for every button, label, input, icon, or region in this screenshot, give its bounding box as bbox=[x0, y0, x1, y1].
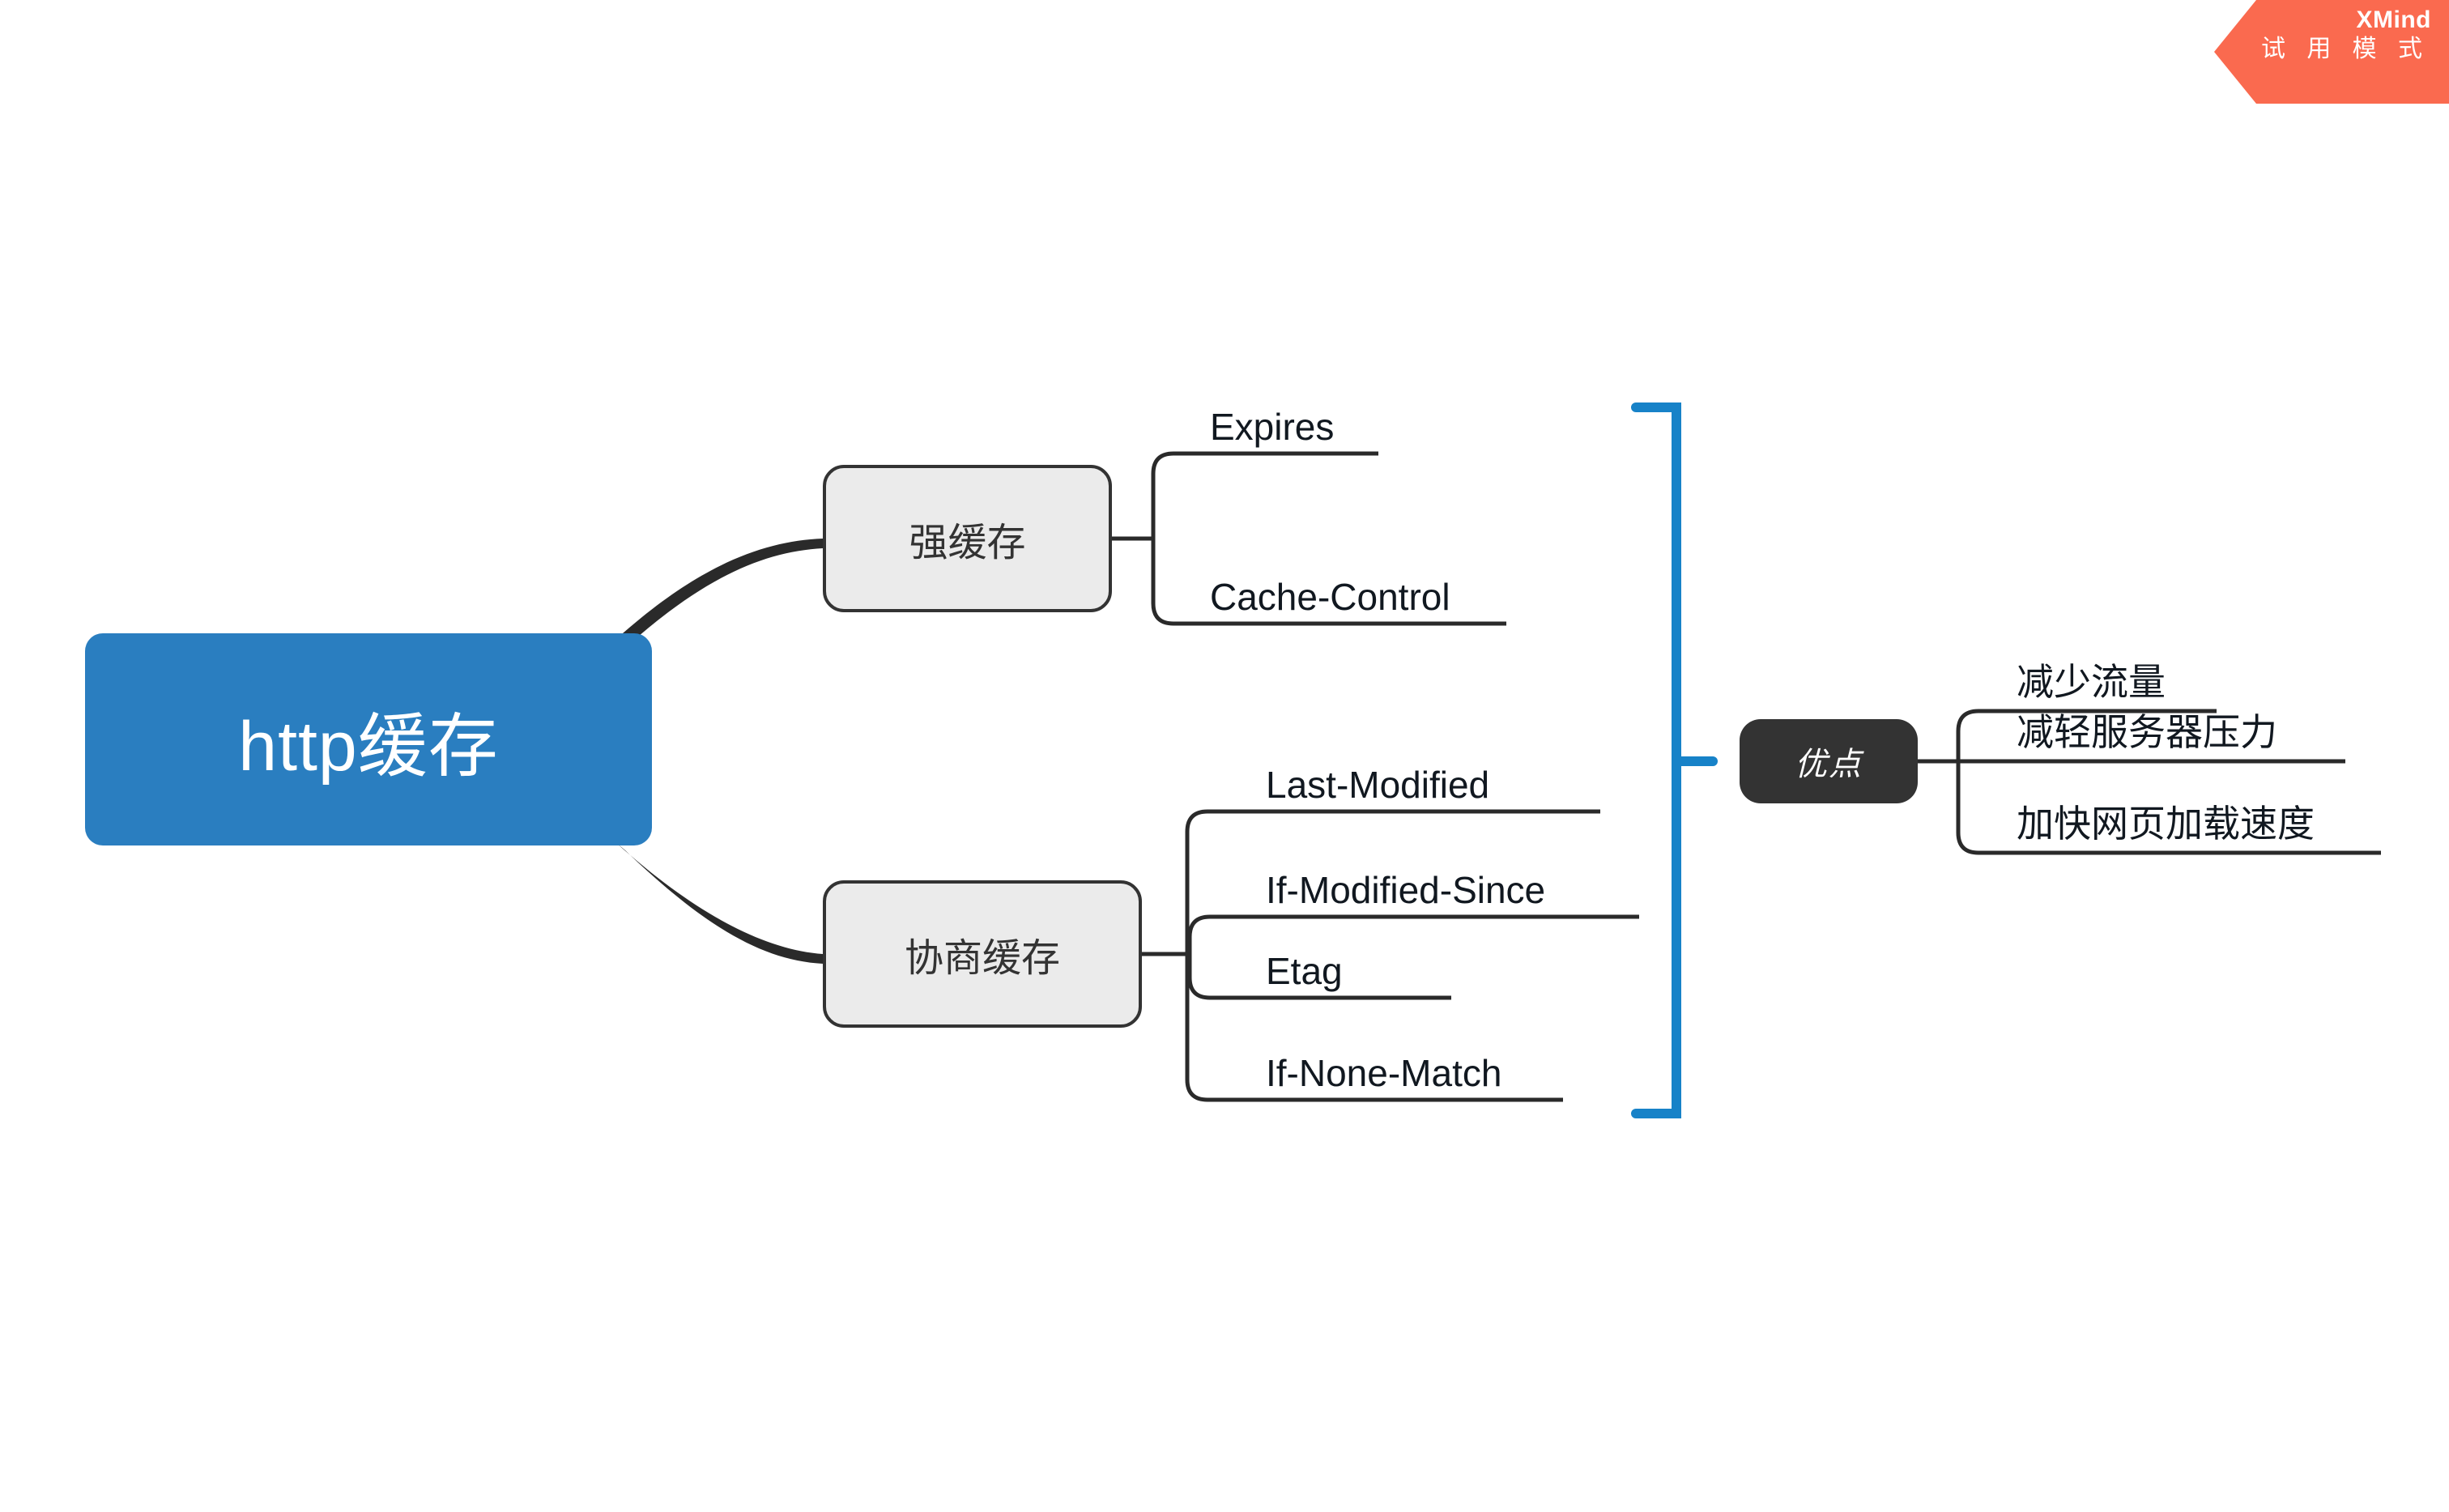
connector-root-to-negotiation-cache bbox=[615, 842, 823, 964]
leaf-reduce-server-load[interactable]: 减轻服务器压力 bbox=[2017, 705, 2421, 761]
connector-root-to-strong-cache bbox=[615, 539, 823, 648]
leaf-reduce-traffic-label: 减少流量 bbox=[2017, 661, 2166, 703]
leaf-if-modified-since[interactable]: If-Modified-Since bbox=[1266, 860, 1671, 917]
leaf-reduce-traffic[interactable]: 减少流量 bbox=[2017, 654, 2340, 711]
leaf-cache-control-label: Cache-Control bbox=[1210, 576, 1450, 618]
branch-node-strong-cache[interactable]: 强缓存 bbox=[823, 465, 1112, 612]
leaf-last-modified-label: Last-Modified bbox=[1266, 764, 1490, 806]
root-node-label: http缓存 bbox=[238, 707, 499, 786]
leaf-last-modified[interactable]: Last-Modified bbox=[1266, 755, 1638, 811]
boundary-bracket bbox=[1631, 402, 1681, 1118]
branch-node-strong-cache-label: 强缓存 bbox=[909, 522, 1026, 564]
trial-mode-label: 试 用 模 式 bbox=[2260, 36, 2430, 62]
leaf-expires[interactable]: Expires bbox=[1210, 397, 1534, 454]
leaf-speed-up-page-load-label: 加快网页加载速度 bbox=[2017, 803, 2315, 845]
xmind-trial-badge: XMind 试 用 模 式 bbox=[2214, 0, 2449, 104]
root-node[interactable]: http缓存 bbox=[85, 633, 652, 845]
leaf-if-none-match[interactable]: If-None-Match bbox=[1266, 1043, 1638, 1100]
summary-node-advantages[interactable]: 优点 bbox=[1740, 719, 1918, 803]
branch-node-negotiation-cache[interactable]: 协商缓存 bbox=[823, 880, 1142, 1028]
leaf-etag[interactable]: Etag bbox=[1266, 941, 1509, 998]
xmind-brand-label: XMind bbox=[2356, 6, 2431, 33]
leaf-expires-label: Expires bbox=[1210, 406, 1335, 448]
leaf-cache-control[interactable]: Cache-Control bbox=[1210, 567, 1582, 624]
leaf-reduce-server-load-label: 减轻服务器压力 bbox=[2017, 711, 2277, 753]
leaf-etag-label: Etag bbox=[1266, 950, 1343, 992]
summary-node-advantages-label: 优点 bbox=[1795, 747, 1863, 782]
leaf-if-modified-since-label: If-Modified-Since bbox=[1266, 869, 1546, 911]
branch-node-negotiation-cache-label: 协商缓存 bbox=[904, 937, 1060, 980]
leaf-if-none-match-label: If-None-Match bbox=[1266, 1052, 1502, 1094]
leaf-speed-up-page-load[interactable]: 加快网页加载速度 bbox=[2017, 796, 2449, 853]
